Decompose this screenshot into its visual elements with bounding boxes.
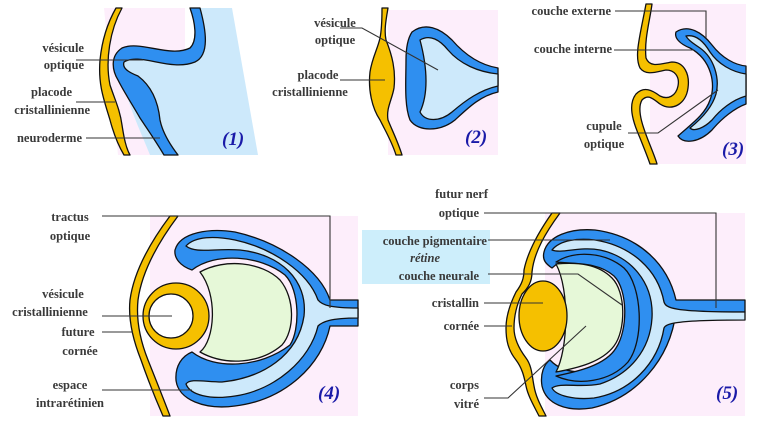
label-corps-vitre-line1: corps xyxy=(450,378,479,392)
label-futur-nerf-optique-line1: futur nerf xyxy=(435,187,489,201)
neuroderm-wall xyxy=(112,7,206,156)
leader-couche-externe xyxy=(615,10,707,38)
retina-highlight-box xyxy=(362,230,490,284)
leader-vesicule-optique xyxy=(340,27,439,71)
lens xyxy=(518,280,568,352)
label-couche-neurale: couche neurale xyxy=(399,269,480,283)
label-vesicule-optique-line1: vésicule xyxy=(42,41,84,55)
label-future-cornee-line2: cornée xyxy=(62,344,98,358)
retina-light-band xyxy=(551,238,746,400)
label-future-cornee-line1: future xyxy=(61,325,95,339)
optic-cup-outer xyxy=(674,28,747,142)
stage-number-2: (2) xyxy=(465,127,487,148)
panel-4: (4) tractus optique vésicule cristallini… xyxy=(12,210,359,417)
label-cornee: cornée xyxy=(444,319,480,333)
label-placode-line2: cristallinienne xyxy=(14,103,90,117)
label-espace-intraretinien-line2: intrarétinien xyxy=(36,396,104,410)
panel-1: (1) vésicule optique placode cristallini… xyxy=(14,7,258,156)
label-vesicule-optique-line2: optique xyxy=(44,58,85,72)
stage-number-5: (5) xyxy=(716,383,738,404)
leader-couche-neurale xyxy=(488,273,623,306)
leader-corps-vitre xyxy=(484,325,587,399)
label-corps-vitre-line2: vitré xyxy=(454,397,479,411)
label-placode-line1: placode xyxy=(298,68,339,82)
label-vesicule-optique-line2: optique xyxy=(315,33,356,47)
label-cupule-optique-line2: optique xyxy=(584,137,625,151)
label-placode-line1: placode xyxy=(31,85,72,99)
leader-cupule-optique xyxy=(628,89,719,134)
lens-pit-ectoderm xyxy=(630,3,690,165)
label-placode-line2: cristallinienne xyxy=(272,85,348,99)
label-neuroderme: neuroderme xyxy=(17,131,82,145)
label-vesicule-cristallinienne-line1: vésicule xyxy=(42,287,84,301)
label-tractus-optique-line1: tractus xyxy=(51,210,89,224)
future-vitreous xyxy=(199,262,293,362)
neural-layer xyxy=(555,253,640,382)
label-couche-interne: couche interne xyxy=(534,42,613,56)
label-vesicule-cristallinienne-line2: cristallinienne xyxy=(12,305,88,319)
leader-tractus-optique xyxy=(102,215,331,308)
label-tractus-optique-line2: optique xyxy=(50,229,91,243)
label-couche-pigmentaire: couche pigmentaire xyxy=(383,234,488,248)
stage-number-4: (4) xyxy=(318,383,340,404)
optic-cup-lumen xyxy=(685,35,747,131)
future-cornea-ectoderm xyxy=(128,215,179,417)
leader-futur-nerf-optique xyxy=(484,212,717,308)
label-futur-nerf-optique-line2: optique xyxy=(439,206,480,220)
stage-number-3: (3) xyxy=(722,139,744,160)
label-cristallin: cristallin xyxy=(432,296,479,310)
optic-cup-outer-layer xyxy=(174,229,359,408)
label-espace-intraretinien-line1: espace xyxy=(53,378,88,392)
label-couche-externe: couche externe xyxy=(532,4,612,18)
stage-number-1: (1) xyxy=(222,129,244,150)
lens-placode xyxy=(368,7,403,156)
panel-3: (3) couche externe couche interne cupule… xyxy=(532,3,747,165)
cornea-ectoderm xyxy=(505,212,561,417)
intraretinal-space xyxy=(185,236,359,399)
label-vesicule-optique-line1: vésicule xyxy=(314,16,356,30)
label-cupule-optique-line1: cupule xyxy=(586,119,622,133)
label-retine: rétine xyxy=(410,251,440,265)
optic-vesicle-lumen xyxy=(419,36,499,121)
panel-2: (2) vésicule optique placode cristallini… xyxy=(272,7,499,156)
panel-5: (5) futur nerf optique couche pigmentair… xyxy=(362,187,746,417)
